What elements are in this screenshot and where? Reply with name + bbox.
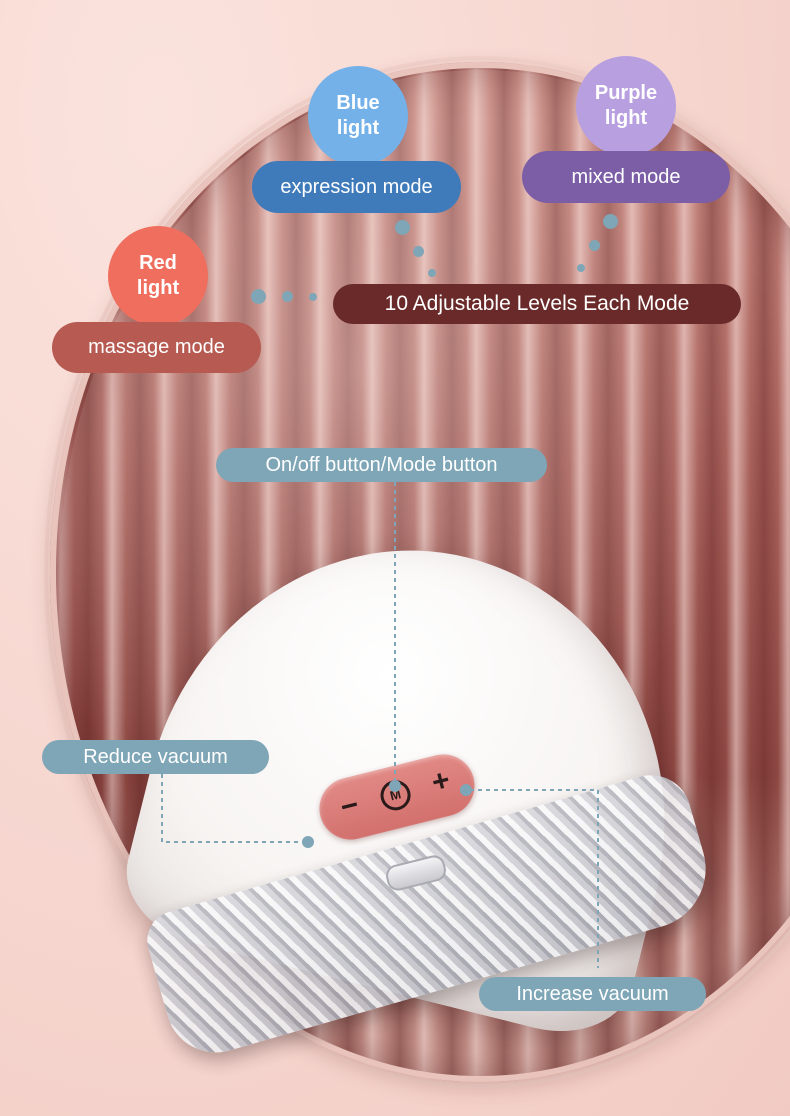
blue-light-line2: light <box>336 117 380 139</box>
reduce-vacuum-callout: Reduce vacuum <box>42 740 269 774</box>
connector-dot <box>282 291 293 302</box>
red-light-line2: light <box>136 277 180 299</box>
red-light-line1: Red <box>139 252 177 274</box>
increase-vacuum-callout: Increase vacuum <box>479 977 706 1011</box>
adjustable-levels-tag: 10 Adjustable Levels Each Mode <box>333 284 741 324</box>
connector-dot <box>589 240 600 251</box>
mixed-mode-tag: mixed mode <box>522 151 730 203</box>
purple-light-line2: light <box>604 107 648 129</box>
blue-light-line1: Blue <box>336 92 380 114</box>
onoff-mode-callout: On/off button/Mode button <box>216 448 547 482</box>
massage-mode-tag: massage mode <box>52 322 261 373</box>
red-light-bubble: Red light <box>108 226 208 326</box>
purple-light-bubble: Purple light <box>576 56 676 156</box>
connector-dot <box>577 264 585 272</box>
connector-dot <box>309 293 317 301</box>
blue-light-bubble: Blue light <box>308 66 408 166</box>
purple-light-line1: Purple <box>594 82 658 104</box>
connector-dot <box>413 246 424 257</box>
connector-dot <box>428 269 436 277</box>
connector-dot <box>395 220 410 235</box>
connector-dot <box>603 214 618 229</box>
expression-mode-tag: expression mode <box>252 161 461 213</box>
connector-dot <box>251 289 266 304</box>
